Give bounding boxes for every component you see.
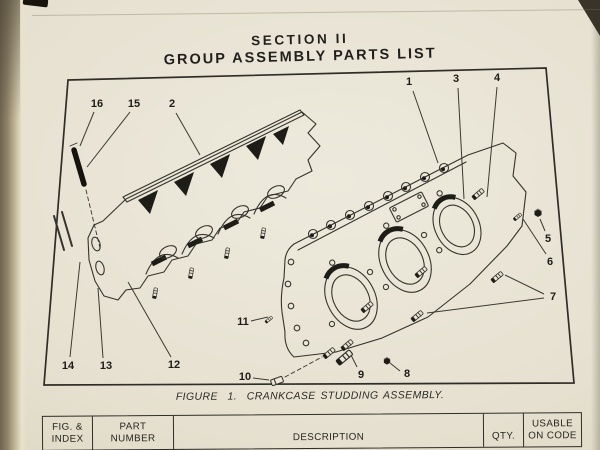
callout-1: 1 [406, 76, 412, 88]
leader-line-7 [426, 297, 545, 314]
leader-line-8 [389, 362, 401, 372]
callout-15: 15 [128, 98, 140, 110]
leader-line-16 [79, 111, 95, 147]
callout-12: 12 [168, 359, 180, 371]
leader-line-11 [250, 316, 269, 322]
figure-border [43, 67, 575, 386]
table-header-text: PART [119, 420, 147, 432]
callout-3: 3 [453, 73, 459, 85]
leader-line-1 [412, 90, 439, 164]
leader-line-15 [86, 111, 131, 168]
callout-8: 8 [404, 368, 410, 380]
parts-table: FIG. & INDEX PART NUMBER DESCRIPTION QTY… [41, 412, 583, 450]
table-header-text: NUMBER [110, 433, 156, 445]
leader-line-3 [457, 87, 465, 200]
table-header-text: QTY. [491, 430, 516, 443]
table-header-qty: QTY. [483, 413, 525, 447]
leader-line-12 [127, 281, 172, 358]
crankcase-right-drawing [264, 142, 542, 387]
table-header-text: INDEX [51, 433, 84, 446]
callout-9: 9 [358, 369, 364, 381]
figure-caption: FIGURE 1. CRANKCASE STUDDING ASSEMBLY. [175, 389, 445, 403]
table-header-usable-on-code: USABLE ON CODE [524, 413, 581, 446]
leader-line-14 [69, 261, 81, 358]
table-header-text: ON CODE [528, 430, 577, 442]
table-header-text: USABLE [531, 417, 574, 429]
leader-line-4 [486, 86, 498, 198]
callout-6: 6 [547, 256, 553, 268]
callout-16: 16 [91, 98, 103, 110]
callout-5: 5 [545, 233, 551, 245]
leader-line-7 [504, 274, 545, 295]
callout-7: 7 [550, 291, 556, 303]
table-header-description: DESCRIPTION [173, 413, 485, 449]
table-header-fig-index: FIG. & INDEX [42, 416, 94, 450]
table-header-text: DESCRIPTION [292, 431, 365, 444]
leader-line-6 [522, 218, 547, 255]
callout-2: 2 [169, 98, 175, 110]
callout-11: 11 [237, 316, 249, 328]
leader-line-10 [252, 377, 270, 381]
leader-line-9 [350, 354, 358, 368]
leader-line-13 [97, 287, 104, 359]
leader-line-2 [175, 112, 201, 156]
table-header-part-number: PART NUMBER [92, 415, 175, 450]
callout-10: 10 [239, 371, 251, 383]
leader-line-5 [539, 218, 546, 232]
callout-14: 14 [62, 360, 75, 372]
crankcase-left-drawing [53, 109, 321, 301]
page-right-edge [591, 0, 600, 450]
book-edge-shadow [0, 0, 20, 120]
table-header-text: FIG. & [52, 421, 83, 433]
callout-4: 4 [494, 72, 501, 84]
callout-13: 13 [100, 360, 112, 372]
